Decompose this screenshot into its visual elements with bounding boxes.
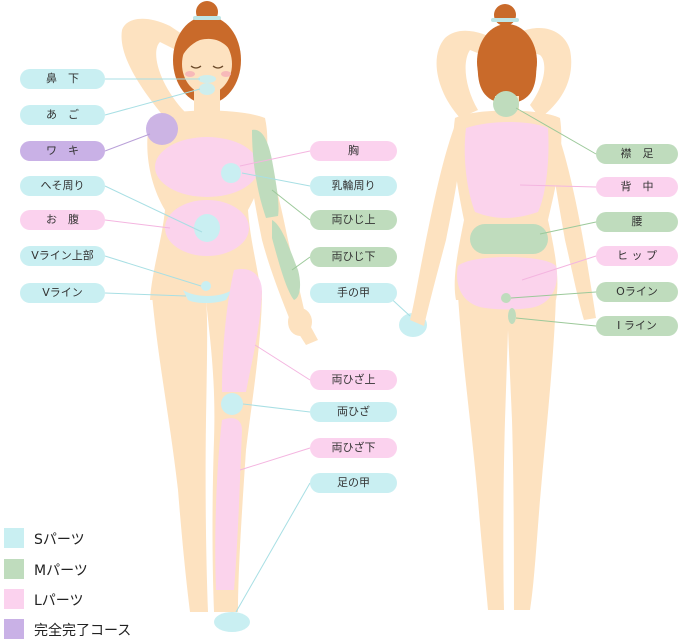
zone-iline — [508, 308, 516, 324]
label-upper-arm: 両ひじ上 — [310, 210, 397, 230]
connector-chin — [104, 88, 201, 116]
back-legs — [458, 295, 556, 610]
zone-nape — [493, 91, 519, 117]
label-waist: 腰 — [596, 212, 678, 232]
label-vline-top: Vライン上部 — [20, 246, 105, 266]
front-left-hand — [288, 308, 312, 336]
connector-oline — [510, 291, 597, 299]
legend-label-complete: 完全完了コース — [34, 623, 132, 639]
connector-nape — [515, 107, 597, 155]
zone-foot — [214, 612, 250, 632]
back-left-arm — [410, 125, 462, 326]
zone-upper-arm — [252, 129, 279, 218]
zone-waist — [470, 224, 548, 254]
connector-back — [519, 184, 597, 188]
back-right-arm — [550, 125, 596, 320]
back-figure — [410, 4, 596, 610]
label-vline: Vライン — [20, 283, 105, 303]
label-iline: I ライン — [596, 316, 678, 336]
label-nape: 襟 足 — [596, 144, 678, 164]
legend-label-m: Mパーツ — [34, 563, 88, 579]
legend-label-l: Lパーツ — [34, 593, 84, 609]
zone-vline-top — [201, 281, 211, 291]
label-chin: あ ご — [20, 105, 105, 125]
label-hip: ヒ ッ プ — [596, 246, 678, 266]
legend-label-s: Sパーツ — [34, 532, 85, 548]
connector-thigh — [254, 344, 311, 381]
label-chest: 胸 — [310, 141, 397, 161]
back-hair-long — [477, 60, 537, 104]
connector-knee — [242, 403, 311, 413]
label-nose-under: 鼻 下 — [20, 69, 105, 89]
zone-chest — [155, 137, 259, 197]
connector-belly — [104, 219, 171, 229]
connector-vline — [104, 292, 187, 297]
connector-areola — [241, 172, 311, 187]
zone-thigh — [222, 268, 262, 392]
label-areola: 乳輪周り — [310, 176, 397, 196]
zone-shin — [215, 418, 242, 590]
connector-chest — [239, 150, 311, 167]
back-hair-band — [491, 18, 519, 22]
connector-navel — [104, 185, 203, 233]
connector-foot — [235, 482, 311, 613]
label-belly: お 腹 — [20, 210, 105, 230]
front-cheek-left — [185, 71, 195, 77]
back-hair-bun — [494, 4, 516, 26]
front-figure — [121, 1, 427, 632]
label-hand-back: 手の甲 — [310, 283, 397, 303]
label-thigh: 両ひざ上 — [310, 370, 397, 390]
legend-swatch-complete — [4, 619, 24, 639]
connector-armpit — [104, 133, 151, 152]
front-right-upper-arm — [121, 18, 188, 118]
connector-iline — [515, 317, 597, 327]
connector-upper-arm — [271, 189, 311, 221]
front-right-leg — [152, 295, 208, 612]
zone-chin — [199, 83, 215, 95]
label-back: 背 中 — [596, 177, 678, 197]
front-cheek-right — [221, 71, 231, 77]
front-hair-band — [193, 16, 221, 20]
legend-swatch-m — [4, 559, 24, 579]
zone-oline — [501, 293, 511, 303]
front-eye-left — [190, 65, 202, 69]
zone-areola — [221, 163, 241, 183]
zone-vline — [183, 290, 232, 303]
connector-vline-top — [104, 255, 202, 287]
back-arms — [436, 28, 572, 119]
legend-swatch-s — [4, 528, 24, 548]
connector-lines — [104, 78, 597, 613]
zone-back — [464, 122, 549, 218]
connector-hip — [521, 255, 597, 281]
zone-knee — [221, 393, 243, 415]
front-eye-right — [212, 65, 224, 69]
zone-forearm — [272, 220, 301, 300]
label-armpit: ワ キ — [20, 141, 105, 161]
connector-waist — [539, 221, 597, 235]
label-knee: 両ひざ — [310, 402, 397, 422]
label-shin: 両ひざ下 — [310, 438, 397, 458]
label-oline: Oライン — [596, 282, 678, 302]
zone-navel — [194, 214, 220, 242]
legend-swatch-l — [4, 589, 24, 609]
connector-shin — [239, 447, 311, 471]
label-foot: 足の甲 — [310, 473, 397, 493]
zone-armpit — [146, 113, 178, 145]
front-hair-top — [179, 18, 237, 60]
connector-forearm — [291, 256, 311, 271]
label-navel: へそ周り — [20, 176, 105, 196]
label-forearm: 両ひじ下 — [310, 247, 397, 267]
zone-nose-under — [198, 75, 216, 83]
